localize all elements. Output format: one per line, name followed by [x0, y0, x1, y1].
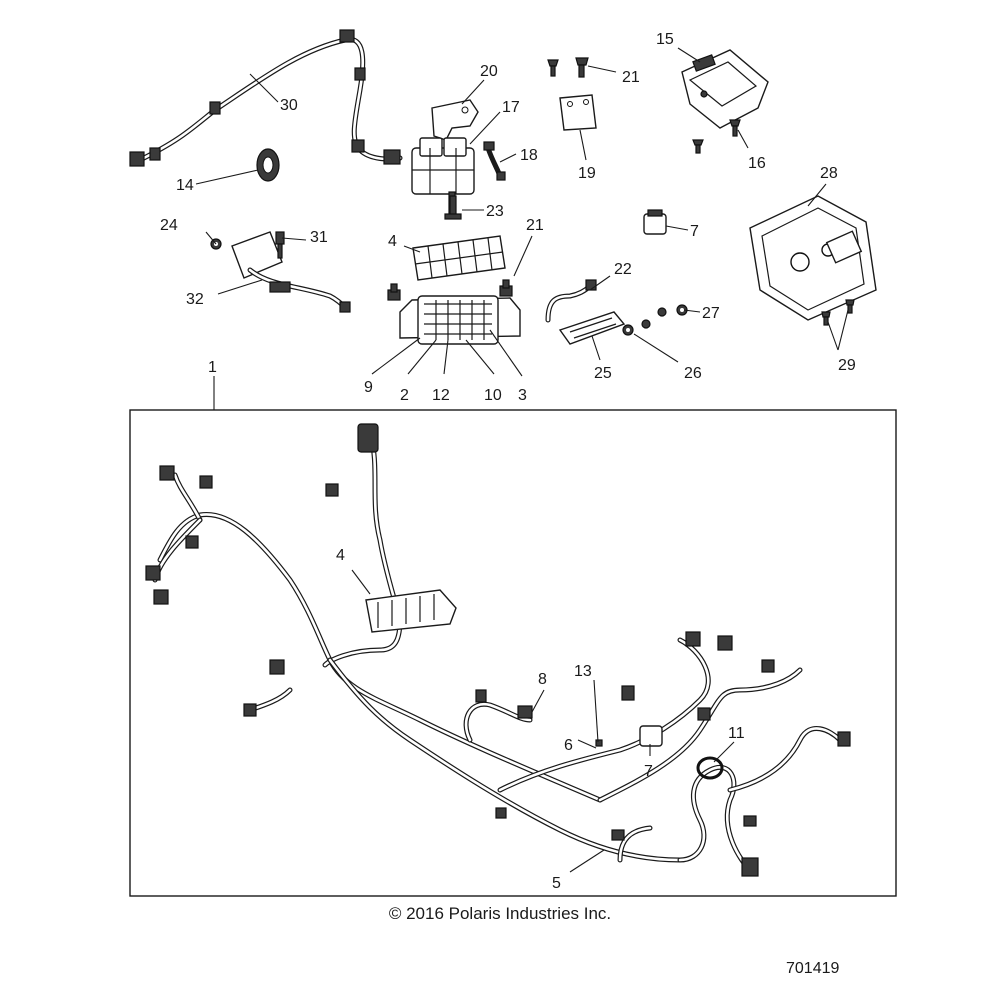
callout-17: 17	[502, 99, 520, 116]
callout-11: 11	[728, 725, 745, 742]
callout-28: 28	[820, 165, 838, 182]
callout-4-top: 4	[388, 233, 397, 250]
callout-1: 1	[208, 359, 217, 376]
light-25	[558, 311, 626, 345]
callout-21-top: 21	[622, 69, 640, 86]
callout-29: 29	[838, 357, 856, 374]
callout-2: 2	[400, 387, 409, 404]
callout-30: 30	[280, 97, 298, 114]
callout-27: 27	[702, 305, 720, 322]
sub-harness-30	[129, 29, 403, 167]
screw-23	[444, 195, 462, 220]
relay-17	[411, 137, 475, 215]
callout-22: 22	[614, 261, 632, 278]
callout-21-mid: 21	[526, 217, 544, 234]
figure-number: 701419	[786, 960, 840, 977]
callout-18: 18	[520, 147, 538, 164]
callout-23: 23	[486, 203, 504, 220]
callout-31: 31	[310, 229, 328, 246]
callout-8: 8	[538, 671, 547, 688]
callout-13: 13	[574, 663, 592, 680]
callout-32: 32	[186, 291, 204, 308]
connector-7-top	[643, 209, 667, 235]
sensor-22	[545, 279, 597, 323]
fasteners-29	[821, 299, 855, 326]
fuse-label-4	[412, 235, 506, 281]
callout-7-harness: 7	[644, 763, 653, 780]
module-15	[681, 49, 769, 129]
callout-15: 15	[656, 31, 674, 48]
callout-10: 10	[484, 387, 502, 404]
ground-strap-18	[483, 141, 506, 181]
callout-26: 26	[684, 365, 702, 382]
harness-connectors	[145, 423, 851, 877]
plate-19	[559, 94, 597, 131]
callout-12: 12	[432, 387, 450, 404]
fasteners-16	[692, 119, 741, 154]
callout-25: 25	[594, 365, 612, 382]
bracket-20	[431, 99, 479, 141]
callout-9: 9	[364, 379, 373, 396]
callout-3: 3	[518, 387, 527, 404]
callout-6: 6	[564, 737, 573, 754]
module-32	[231, 231, 351, 313]
nuts-26-27	[622, 304, 688, 336]
callout-5: 5	[552, 875, 561, 892]
copyright-notice: © 2016 Polaris Industries Inc.	[388, 904, 612, 923]
callout-24: 24	[160, 217, 178, 234]
main-harness-1	[152, 427, 843, 873]
callout-19: 19	[578, 165, 596, 182]
fuse-box-assembly	[387, 279, 521, 345]
callout-4-harness: 4	[336, 547, 345, 564]
callout-16: 16	[748, 155, 766, 172]
fasteners-21-top	[547, 57, 589, 78]
grommet-14	[256, 148, 280, 182]
harness-fuse-box-4	[365, 589, 457, 633]
callout-20: 20	[480, 63, 498, 80]
leader-lines	[195, 47, 849, 873]
callout-labels: 1 30 14 20 17 18 23 19 21 15 16 28 7 24 …	[160, 31, 856, 892]
main-harness-frame	[129, 409, 897, 897]
ecm-28	[749, 195, 877, 321]
callout-14: 14	[176, 177, 194, 194]
callout-7-top: 7	[690, 223, 699, 240]
